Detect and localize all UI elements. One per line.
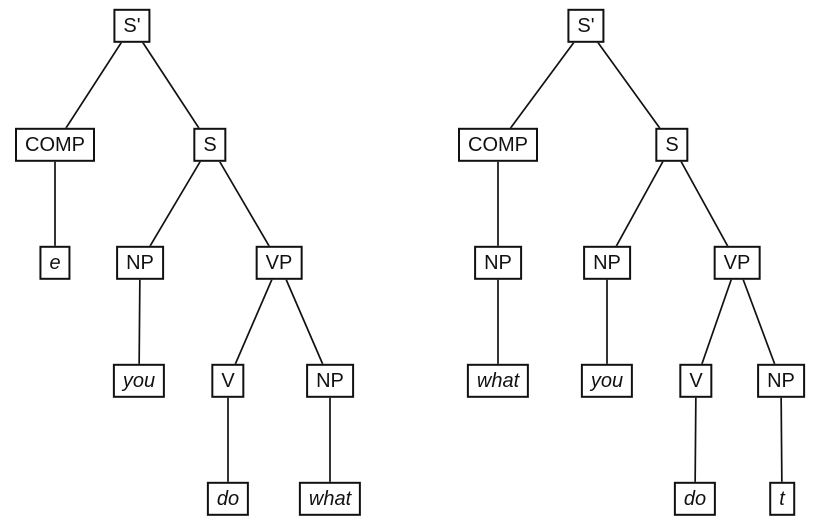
tree-node-right-t: t bbox=[769, 481, 795, 517]
tree-node-left-s-bar: S' bbox=[113, 8, 151, 44]
tree-edge-right-v-do bbox=[694, 380, 697, 500]
tree-edge-left-s-bar-s bbox=[131, 25, 211, 146]
tree-node-right-np-obj: NP bbox=[757, 363, 805, 399]
tree-edge-right-s-np-subj bbox=[606, 144, 673, 264]
tree-edge-left-s-vp bbox=[209, 144, 280, 264]
tree-node-left-np-obj: NP bbox=[306, 363, 354, 399]
tree-edge-right-s-bar-comp bbox=[497, 25, 587, 146]
tree-node-left-you: you bbox=[112, 363, 166, 399]
tree-node-right-you: you bbox=[580, 363, 634, 399]
tree-edge-left-np-subj-you bbox=[138, 262, 141, 382]
tree-node-left-v: V bbox=[211, 363, 245, 399]
tree-edge-right-vp-np-obj bbox=[736, 262, 782, 382]
tree-node-right-comp: COMP bbox=[458, 127, 538, 163]
tree-node-left-do: do bbox=[206, 481, 250, 517]
tree-edge-left-s-bar-comp bbox=[54, 25, 133, 146]
tree-node-left-s: S bbox=[193, 127, 227, 163]
tree-node-left-np-subj: NP bbox=[116, 245, 164, 281]
tree-edge-left-vp-np-obj bbox=[278, 262, 331, 382]
tree-node-left-vp: VP bbox=[255, 245, 303, 281]
tree-node-right-vp: VP bbox=[713, 245, 761, 281]
tree-node-right-s-bar: S' bbox=[567, 8, 605, 44]
tree-node-left-e: e bbox=[39, 245, 71, 281]
tree-node-right-np-subj: NP bbox=[583, 245, 631, 281]
tree-node-left-what: what bbox=[298, 481, 362, 517]
tree-node-right-v: V bbox=[679, 363, 713, 399]
tree-node-right-np-comp: NP bbox=[474, 245, 522, 281]
tree-edge-right-s-vp bbox=[671, 144, 738, 264]
tree-edge-right-np-obj-t bbox=[780, 380, 783, 500]
tree-node-right-s: S bbox=[655, 127, 689, 163]
tree-node-right-do: do bbox=[673, 481, 717, 517]
tree-edge-right-s-bar-s bbox=[585, 25, 673, 146]
tree-node-left-comp: COMP bbox=[15, 127, 95, 163]
tree-edge-right-vp-v bbox=[695, 262, 738, 382]
tree-edge-left-s-np-subj bbox=[139, 144, 211, 264]
tree-node-right-what: what bbox=[466, 363, 530, 399]
tree-edge-left-vp-v bbox=[227, 262, 280, 382]
